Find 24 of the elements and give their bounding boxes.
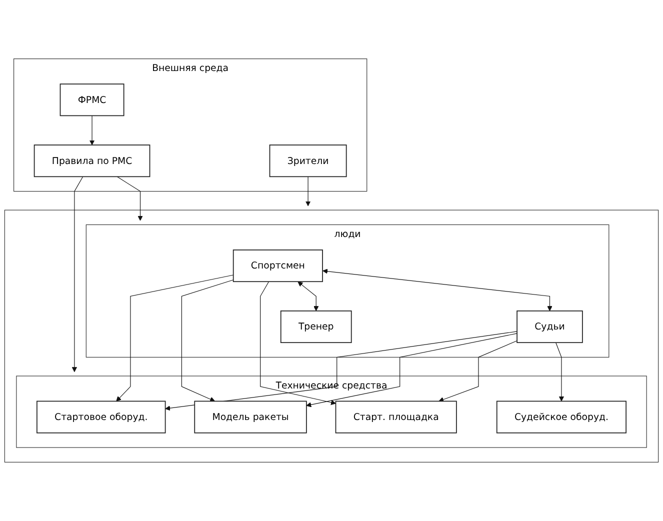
- arrow: [116, 274, 234, 402]
- node-box: Судьи: [516, 310, 583, 344]
- node-box: Правила по РМС: [34, 144, 150, 178]
- node-box: ФРМС: [60, 84, 124, 116]
- arrow: [438, 340, 518, 402]
- node-box: Зрители: [269, 144, 347, 178]
- arrow: [165, 331, 518, 411]
- arrow: [116, 176, 143, 221]
- node-box: Тренер: [280, 310, 352, 344]
- cluster: [4, 210, 659, 462]
- node-box: Старт. площадка: [335, 400, 457, 434]
- arrow: [298, 282, 319, 312]
- node-box: Спортсмен: [232, 250, 323, 282]
- arrow: [72, 176, 84, 372]
- arrow: [89, 115, 95, 146]
- node-box: Модель ракеты: [194, 400, 307, 434]
- node-box: Судейское оборуд.: [496, 400, 626, 434]
- arrow: [305, 176, 311, 206]
- arrow: [322, 268, 552, 312]
- arrow: [260, 281, 336, 405]
- arrow: [306, 333, 518, 408]
- arrow: [181, 280, 234, 402]
- node-box: Стартовое оборуд.: [36, 400, 166, 434]
- arrow: [556, 342, 564, 402]
